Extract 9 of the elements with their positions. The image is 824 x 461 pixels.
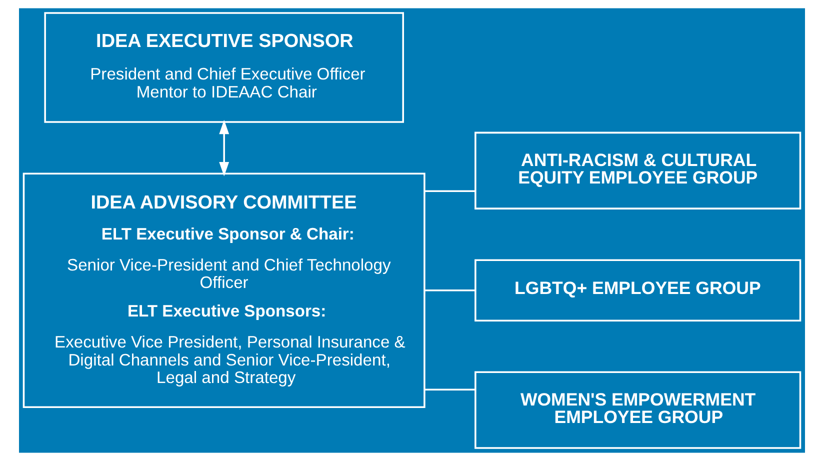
node-box: LGBTQ+ EMPLOYEE GROUP: [474, 259, 802, 322]
node-box: WOMEN'S EMPOWERMENT EMPLOYEE GROUP: [474, 371, 802, 449]
node-box: IDEA ADVISORY COMMITTEE ELT Executive Sponsor & Chair: Senior Vice-President and Chief Technology Officer ELT Executive Sponsors: Executive Vice President, Personal Insurance & Digital Channels and Senior Vice-President, Legal and Strategy: [22, 172, 426, 408]
arrow: [219, 120, 230, 176]
connector: [424, 289, 476, 292]
connector: [424, 190, 476, 192]
connector: [424, 388, 476, 391]
node-box: ANTI-RACISM & CULTURAL EQUITY EMPLOYEE GROUP: [474, 132, 802, 210]
node-box: IDEA EXECUTIVE SPONSOR President and Chief Executive Officer Mentor to IDEAAC Chair: [44, 12, 404, 123]
